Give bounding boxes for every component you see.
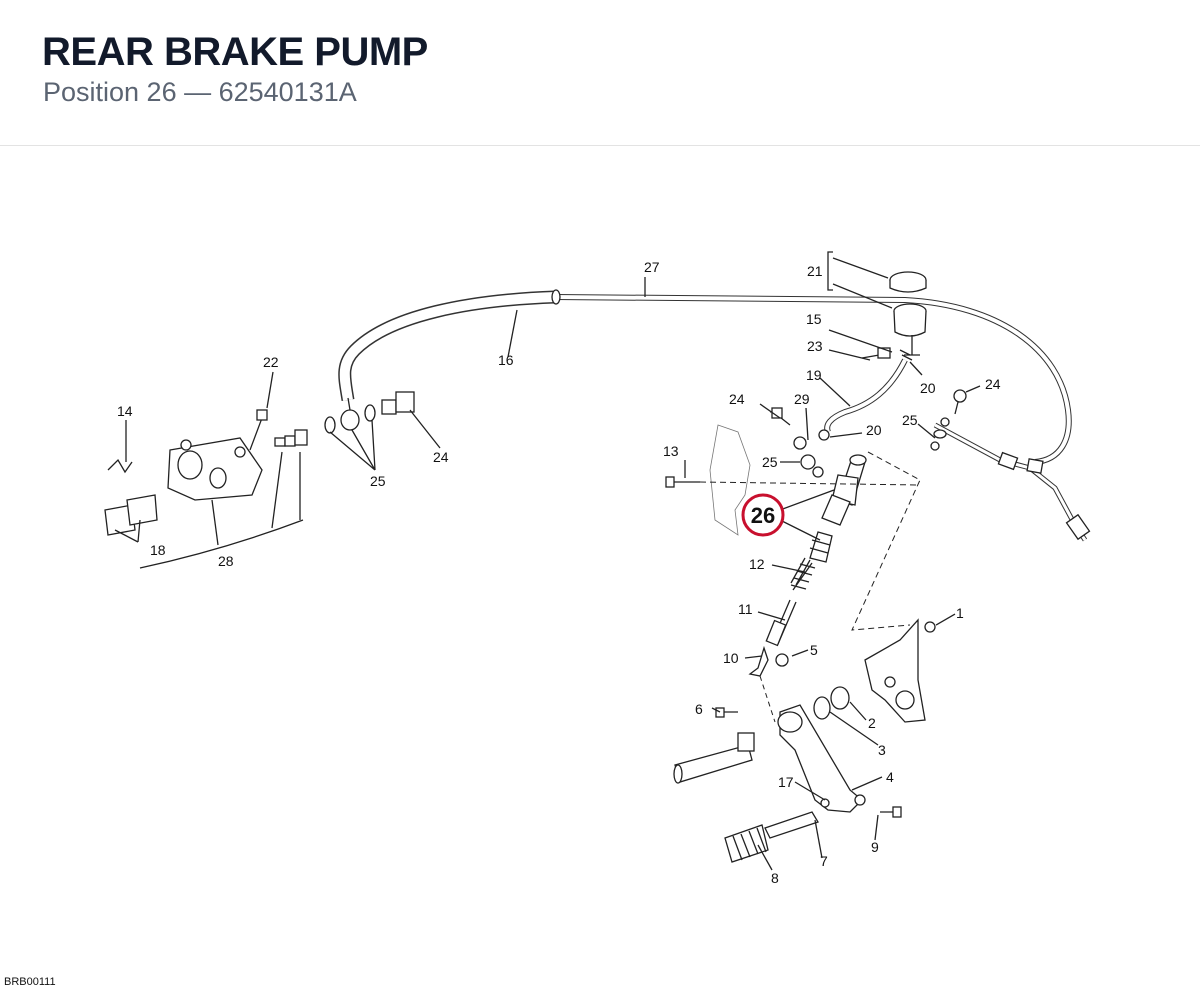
callout-6[interactable]: 6 [695, 701, 703, 717]
master-cylinder-26 [809, 454, 867, 563]
page-header: REAR BRAKE PUMP Position 26 — 62540131A [0, 0, 1200, 146]
callout-14[interactable]: 14 [117, 403, 133, 419]
callout-8[interactable]: 8 [771, 870, 779, 886]
callout-10[interactable]: 10 [723, 650, 739, 666]
page-title: REAR BRAKE PUMP [42, 30, 428, 74]
callout-1[interactable]: 1 [956, 605, 964, 621]
callout-3[interactable]: 3 [878, 742, 886, 758]
callout-23[interactable]: 23 [807, 338, 823, 354]
callout-24-center[interactable]: 24 [729, 391, 745, 407]
callout-9[interactable]: 9 [871, 839, 879, 855]
callout-21[interactable]: 21 [807, 263, 823, 279]
callout-16[interactable]: 16 [498, 352, 514, 368]
callout-4[interactable]: 4 [886, 769, 894, 785]
callout-17[interactable]: 17 [778, 774, 794, 790]
callout-2[interactable]: 2 [868, 715, 876, 731]
callout-20-center[interactable]: 20 [866, 422, 882, 438]
callout-11[interactable]: 11 [738, 601, 753, 617]
callout-25-center[interactable]: 25 [762, 454, 778, 470]
callout-24-left[interactable]: 24 [433, 449, 449, 465]
callout-12[interactable]: 12 [749, 556, 765, 572]
page-subtitle: Position 26 — 62540131A [43, 77, 357, 107]
callout-7[interactable]: 7 [820, 853, 828, 869]
diagram-code: BRB00111 [4, 976, 56, 988]
callout-25-left[interactable]: 25 [370, 473, 386, 489]
callout-22[interactable]: 22 [263, 354, 279, 370]
callout-20-top[interactable]: 20 [920, 380, 936, 396]
selected-position-marker[interactable] [741, 493, 785, 537]
callout-25-right[interactable]: 25 [902, 412, 918, 428]
callout-19[interactable]: 19 [806, 367, 822, 383]
brake-pedal-4 [779, 704, 863, 813]
callout-13[interactable]: 13 [663, 443, 679, 459]
callout-18[interactable]: 18 [150, 542, 166, 558]
callout-28[interactable]: 28 [218, 553, 234, 569]
callout-27[interactable]: 27 [644, 259, 660, 275]
callout-15[interactable]: 15 [806, 311, 822, 327]
selected-position-label: 26 [751, 503, 775, 528]
callout-24-right[interactable]: 24 [985, 376, 1001, 392]
callout-29[interactable]: 29 [794, 391, 810, 407]
callout-5[interactable]: 5 [810, 642, 818, 658]
